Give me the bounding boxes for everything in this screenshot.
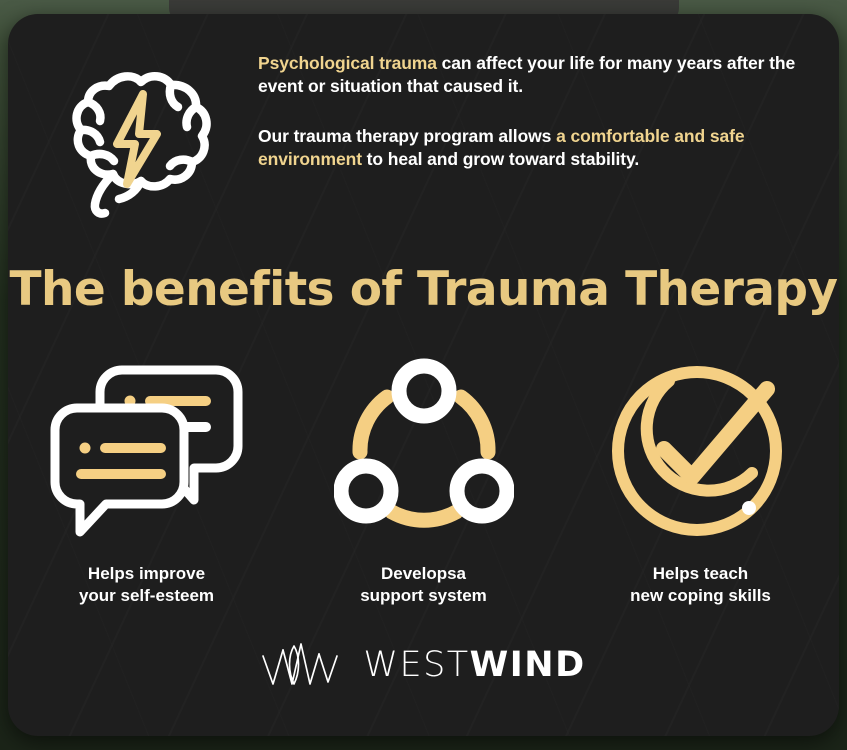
network-arc-right: [453, 389, 495, 459]
benefits-row: Helps improve your self-esteem: [8, 349, 839, 607]
support-network-icon: [333, 358, 514, 528]
benefit-label: Helps improve your self-esteem: [78, 564, 215, 606]
intro-highlight-1: Psychological trauma: [258, 53, 437, 73]
network-node-left: [333, 458, 398, 523]
brain-lightning-icon: [72, 72, 211, 218]
speech-bubbles-icon: [50, 365, 243, 537]
front-bubble-dot: [79, 442, 91, 454]
checkmark: [655, 381, 775, 485]
intro-lead-2: Our trauma therapy program allows: [258, 125, 557, 146]
lightning-bolt-icon: [113, 90, 161, 188]
benefit-item-self-esteem: Helps improve your self-esteem: [8, 349, 285, 607]
front-bubble-line-1: [100, 443, 166, 453]
intro-highlight-2: a comfortable and safe environment: [258, 125, 745, 170]
check-outer-ring: [611, 366, 782, 536]
brain-icon-wrapper: [8, 48, 258, 220]
network-node-top: [391, 358, 456, 423]
benefit-item-support-system: Developsa support system: [285, 349, 562, 607]
logo-west-text: WEST: [363, 644, 470, 685]
intro-section: Psychological trauma can affect your lif…: [8, 48, 839, 220]
network-arc-bottom: [384, 504, 463, 528]
network-node-right: [449, 458, 514, 523]
benefit-item-coping-skills: Helps teach new coping skills: [562, 349, 839, 607]
intro-text-2: to heal and grow toward stability.: [361, 149, 640, 170]
benefit-icon-wrapper: [44, 349, 249, 549]
benefit-icon-wrapper: [607, 349, 795, 549]
intro-paragraph-2: Our trauma therapy program allows a comf…: [258, 125, 797, 172]
logo-wind-text: WIND: [469, 644, 586, 685]
check-accent-dot: [741, 501, 756, 515]
network-arc-left: [352, 389, 394, 459]
logo-wordmark: WESTWIND: [363, 644, 586, 685]
intro-paragraph-1: Psychological trauma can affect your lif…: [258, 52, 797, 99]
benefit-label: Developsa support system: [360, 564, 487, 606]
westwind-logo: WESTWIND: [8, 642, 839, 688]
infographic-card: Psychological trauma can affect your lif…: [8, 14, 839, 736]
front-bubble-line-2: [76, 469, 166, 479]
check-circle-icon: [611, 366, 782, 536]
benefit-label: Helps teach new coping skills: [630, 564, 771, 606]
page-title: The benefits of Trauma Therapy: [9, 262, 839, 317]
intro-text-1: can affect your life for many years afte…: [258, 53, 796, 97]
benefit-icon-wrapper: [333, 349, 514, 549]
westwind-wave-mark-icon: [262, 643, 339, 685]
check-inner-ring: [640, 375, 758, 497]
